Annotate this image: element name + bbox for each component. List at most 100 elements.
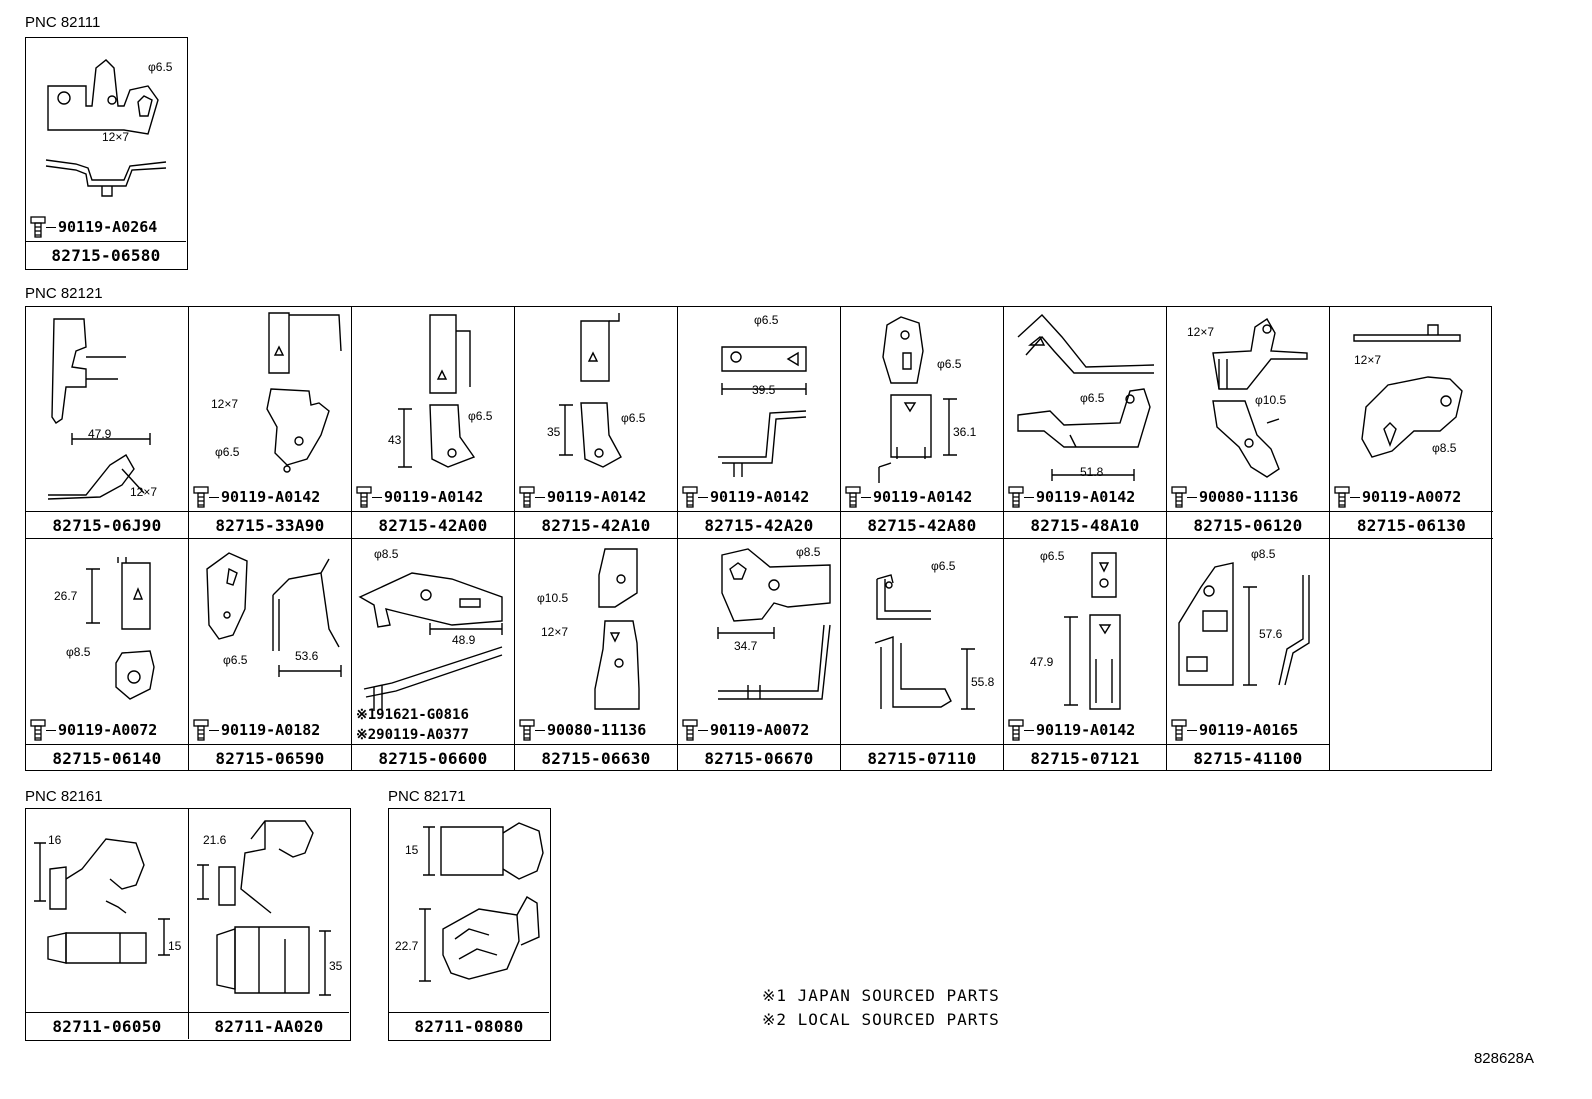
dim-label: 22.7 bbox=[395, 939, 419, 953]
group-82161: 16 15 82711-06050 21.6 35 82711-AA020 bbox=[25, 808, 351, 1041]
part-cell[interactable]: φ6.5 12×7 90119-A0264 82715-06580 bbox=[26, 38, 186, 268]
part-number[interactable]: 82715-06630 bbox=[515, 744, 677, 771]
part-cell[interactable]: φ6.5 55.8 82715-07110 bbox=[841, 539, 1004, 771]
bolt-part-number: 90119-A0142 bbox=[873, 488, 973, 506]
dim-label: 34.7 bbox=[734, 639, 758, 653]
dim-label: φ6.5 bbox=[754, 313, 779, 327]
part-cell[interactable]: φ8.5 48.9 ※191621-G0816 ※290119-A0377 82… bbox=[352, 539, 515, 771]
part-cell[interactable]: φ8.5 34.7 90119-A0072 82715-06670 bbox=[678, 539, 841, 771]
part-cell[interactable]: φ8.5 57.6 90119-A0165 82715-41100 bbox=[1167, 539, 1330, 771]
part-cell[interactable]: φ6.5 53.6 90119-A0182 82715-06590 bbox=[189, 539, 352, 771]
bracket-drawing bbox=[1004, 539, 1167, 771]
dim-label: φ8.5 bbox=[374, 547, 399, 561]
dim-label: 48.9 bbox=[452, 633, 476, 647]
bracket-drawing bbox=[1004, 307, 1167, 539]
part-number[interactable]: 82715-42A10 bbox=[515, 511, 677, 538]
part-cell[interactable]: 43 φ6.5 90119-A0142 82715-42A00 bbox=[352, 307, 515, 539]
pnc-label-82161: PNC 82161 bbox=[25, 788, 103, 805]
bracket-drawing bbox=[678, 539, 841, 771]
bolt-callout: 90119-A0182 bbox=[193, 719, 320, 741]
bracket-drawing bbox=[841, 307, 1004, 539]
bracket-drawing bbox=[189, 539, 352, 771]
bolt-icon bbox=[1008, 719, 1024, 741]
part-cell[interactable]: φ10.5 12×7 90080-11136 82715-06630 bbox=[515, 539, 678, 771]
dim-label: 47.9 bbox=[1030, 655, 1054, 669]
part-cell[interactable]: φ6.5 39.5 90119-A0142 82715-42A20 bbox=[678, 307, 841, 539]
bolt-part-number: 90119-A0264 bbox=[58, 218, 158, 236]
part-number[interactable]: 82715-42A80 bbox=[841, 511, 1003, 538]
bolt-callout: 90119-A0072 bbox=[1334, 486, 1461, 508]
illustration-ref: 828628A bbox=[1473, 1050, 1534, 1067]
bolt-icon bbox=[519, 486, 535, 508]
bracket-drawing bbox=[515, 307, 678, 539]
bolt-icon bbox=[193, 719, 209, 741]
part-cell[interactable]: φ6.5 47.9 90119-A0142 82715-07121 bbox=[1004, 539, 1167, 771]
bolt-icon bbox=[1008, 486, 1024, 508]
part-number[interactable]: 82715-07121 bbox=[1004, 744, 1166, 771]
bolt-callout: 90119-A0142 bbox=[519, 486, 646, 508]
bracket-drawing bbox=[26, 307, 189, 539]
part-cell[interactable]: 26.7 φ8.5 90119-A0072 82715-06140 bbox=[26, 539, 189, 771]
dim-label: φ8.5 bbox=[796, 545, 821, 559]
dim-label: φ6.5 bbox=[621, 411, 646, 425]
part-number[interactable]: 82711-AA020 bbox=[189, 1012, 349, 1039]
bolt-callout: 90119-A0072 bbox=[682, 719, 809, 741]
legend-note-1: ※1 JAPAN SOURCED PARTS bbox=[762, 986, 1000, 1005]
bolt-icon bbox=[30, 719, 46, 741]
bolt-callout: 90119-A0165 bbox=[1171, 719, 1298, 741]
part-number[interactable]: 82715-07110 bbox=[841, 744, 1003, 771]
dim-label: 57.6 bbox=[1259, 627, 1283, 641]
part-number[interactable]: 82715-06580 bbox=[26, 241, 186, 268]
part-number[interactable]: 82715-06670 bbox=[678, 744, 840, 771]
part-cell[interactable]: 16 15 82711-06050 bbox=[26, 809, 189, 1039]
part-number[interactable]: 82715-33A90 bbox=[189, 511, 351, 538]
group-82121: 47.9 12×7 82715-06J90 12×7 φ6.5 90119-A0… bbox=[25, 306, 1493, 771]
part-cell[interactable]: φ6.5 36.1 90119-A0142 82715-42A80 bbox=[841, 307, 1004, 539]
part-number[interactable]: 82715-06140 bbox=[26, 744, 188, 771]
dim-label: φ6.5 bbox=[1040, 549, 1065, 563]
bracket-drawing bbox=[352, 307, 515, 539]
part-number[interactable]: 82715-06600 bbox=[352, 744, 514, 771]
part-number[interactable]: 82715-42A20 bbox=[678, 511, 840, 538]
bolt-callout: 90119-A0072 bbox=[30, 719, 157, 741]
part-number[interactable]: 82715-06130 bbox=[1330, 511, 1493, 538]
part-number[interactable]: 82711-08080 bbox=[389, 1012, 549, 1039]
part-number[interactable]: 82715-48A10 bbox=[1004, 511, 1166, 538]
dim-label: 55.8 bbox=[971, 675, 995, 689]
part-cell[interactable]: 15 22.7 82711-08080 bbox=[389, 809, 549, 1039]
sub-part-2: ※290119-A0377 bbox=[356, 727, 469, 743]
legend-note-2: ※2 LOCAL SOURCED PARTS bbox=[762, 1010, 1000, 1029]
part-cell[interactable]: 12×7 φ10.5 90080-11136 82715-06120 bbox=[1167, 307, 1330, 539]
part-number[interactable]: 82715-06590 bbox=[189, 744, 351, 771]
part-cell[interactable]: 21.6 35 82711-AA020 bbox=[189, 809, 349, 1039]
bracket-drawing bbox=[678, 307, 841, 539]
part-number[interactable]: 82715-41100 bbox=[1167, 744, 1329, 771]
part-cell[interactable]: 47.9 12×7 82715-06J90 bbox=[26, 307, 189, 539]
part-cell[interactable]: φ6.5 51.8 90119-A0142 82715-48A10 bbox=[1004, 307, 1167, 539]
part-number[interactable]: 82715-06J90 bbox=[26, 511, 188, 538]
dim-label: 12×7 bbox=[211, 397, 239, 411]
bolt-part-number: 90119-A0072 bbox=[58, 721, 158, 739]
bolt-part-number: 90119-A0072 bbox=[1362, 488, 1462, 506]
part-number[interactable]: 82715-42A00 bbox=[352, 511, 514, 538]
bolt-part-number: 90119-A0142 bbox=[547, 488, 647, 506]
dim-label: 12×7 bbox=[130, 485, 158, 499]
part-cell[interactable]: 12×7 φ8.5 90119-A0072 82715-06130 bbox=[1330, 307, 1493, 539]
part-cell[interactable]: 35 φ6.5 90119-A0142 82715-42A10 bbox=[515, 307, 678, 539]
dim-label: φ6.5 bbox=[1080, 391, 1105, 405]
bolt-part-number: 90080-11136 bbox=[547, 721, 647, 739]
bolt-part-number: 90119-A0072 bbox=[710, 721, 810, 739]
bolt-callout: 90080-11136 bbox=[519, 719, 646, 741]
dim-label: φ10.5 bbox=[537, 591, 569, 605]
bracket-drawing bbox=[1167, 307, 1330, 539]
dim-label: 16 bbox=[48, 833, 62, 847]
part-number[interactable]: 82715-06120 bbox=[1167, 511, 1329, 538]
dim-label: 51.8 bbox=[1080, 465, 1104, 479]
bolt-callout: 90119-A0142 bbox=[845, 486, 972, 508]
part-cell[interactable]: 12×7 φ6.5 90119-A0142 82715-33A90 bbox=[189, 307, 352, 539]
dim-label: 35 bbox=[329, 959, 343, 973]
dim-label: 53.6 bbox=[295, 649, 319, 663]
dim-label: 39.5 bbox=[752, 383, 776, 397]
part-number[interactable]: 82711-06050 bbox=[26, 1012, 188, 1039]
bolt-icon bbox=[30, 216, 46, 238]
